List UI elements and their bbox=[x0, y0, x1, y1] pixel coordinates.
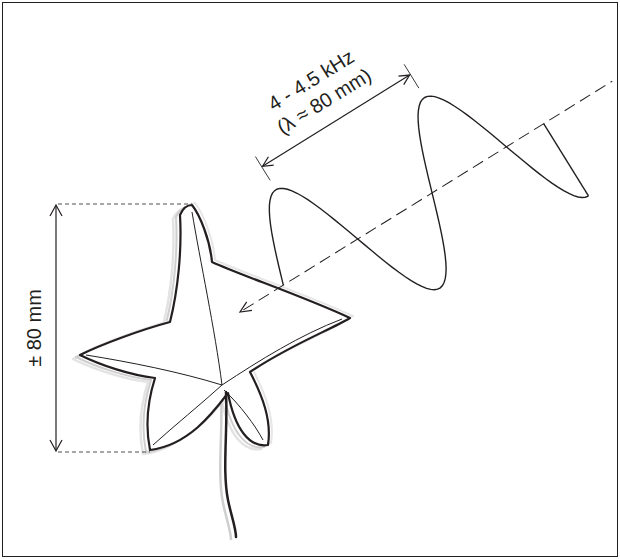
leaf-vein bbox=[222, 319, 342, 385]
extension-line bbox=[255, 157, 270, 181]
arrowhead bbox=[50, 440, 62, 451]
extension-line bbox=[404, 64, 419, 88]
dimension-line bbox=[55, 206, 56, 450]
sound-wave-group bbox=[175, 0, 620, 384]
height-dimension bbox=[50, 204, 192, 452]
arrowhead bbox=[398, 71, 412, 85]
wave-end-tick bbox=[544, 124, 589, 196]
frame-border bbox=[3, 3, 618, 557]
extension-line bbox=[58, 452, 150, 453]
leaf-vein bbox=[153, 385, 222, 445]
leaf-veins bbox=[86, 212, 342, 445]
height-label: ± 80 mm bbox=[24, 289, 44, 367]
leaf-stem bbox=[225, 392, 236, 537]
arrowhead bbox=[237, 302, 252, 316]
leaf-vein bbox=[224, 390, 263, 440]
leaf-outline bbox=[80, 205, 350, 450]
arrowhead bbox=[260, 157, 274, 171]
leaf-shadow bbox=[73, 203, 353, 540]
leaf-vein bbox=[192, 212, 222, 385]
arrowhead bbox=[50, 205, 62, 216]
leaf-vein bbox=[86, 355, 222, 385]
extension-line bbox=[58, 204, 192, 205]
